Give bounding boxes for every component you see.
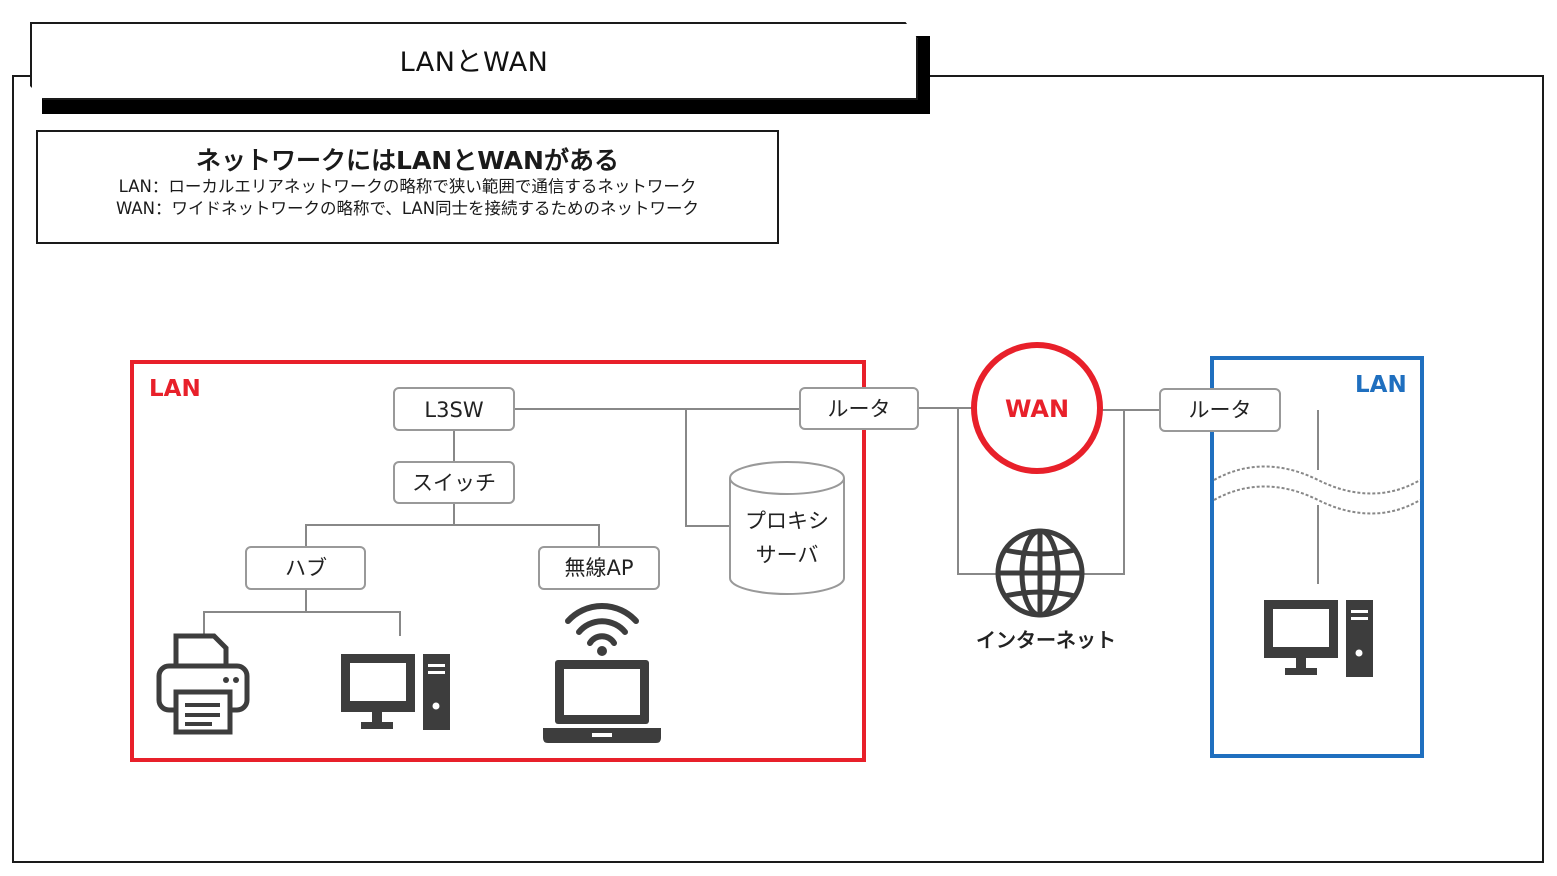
desktop-pc-icon — [341, 654, 450, 730]
hub-node — [245, 546, 366, 590]
router-right-label: ルータ — [1189, 398, 1252, 422]
router-left-node — [799, 387, 919, 430]
wan-definition: WAN：ワイドネットワークの略称で、LAN同士を接続するためのネットワーク — [115, 199, 700, 218]
printer-icon — [156, 633, 250, 735]
wan-node — [971, 342, 1103, 474]
switch-node — [393, 461, 515, 504]
lan-right-label: LAN — [1355, 372, 1407, 398]
summary-box: ネットワークにはLANとWANがある LAN：ローカルエリアネットワークの略称で… — [36, 130, 779, 244]
router-left-label: ルータ — [828, 397, 891, 421]
summary-heading: ネットワークにはLANとWANがある — [196, 146, 619, 175]
l3sw-label: L3SW — [424, 398, 483, 422]
proxy-label-line2: サーバ — [756, 543, 819, 567]
lan-left-boundary — [130, 360, 866, 762]
desktop-pc-right-icon — [1264, 600, 1373, 677]
lan-left-label: LAN — [149, 376, 201, 402]
laptop-icon — [543, 660, 661, 743]
wave-break — [1213, 465, 1421, 515]
proxy-label-line1: プロキシ — [745, 509, 829, 533]
router-right-node — [1159, 388, 1281, 432]
page-title: LANとWAN — [399, 47, 549, 78]
wireless-ap-label: 無線AP — [564, 556, 633, 580]
switch-label: スイッチ — [412, 471, 496, 495]
hub-label: ハブ — [285, 556, 327, 580]
globe-icon — [995, 528, 1085, 618]
lan-definition: LAN：ローカルエリアネットワークの略称で狭い範囲で通信するネットワーク — [118, 177, 697, 196]
wifi-icon — [565, 602, 639, 646]
wireless-ap-node — [538, 546, 660, 590]
wifi-dot — [597, 646, 607, 656]
title-tab — [30, 22, 918, 100]
wan-label: WAN — [1005, 395, 1069, 423]
proxy-server: プロキシ サーバ — [729, 461, 845, 595]
l3sw-node — [393, 387, 515, 431]
internet-label: インターネット — [976, 628, 1116, 652]
